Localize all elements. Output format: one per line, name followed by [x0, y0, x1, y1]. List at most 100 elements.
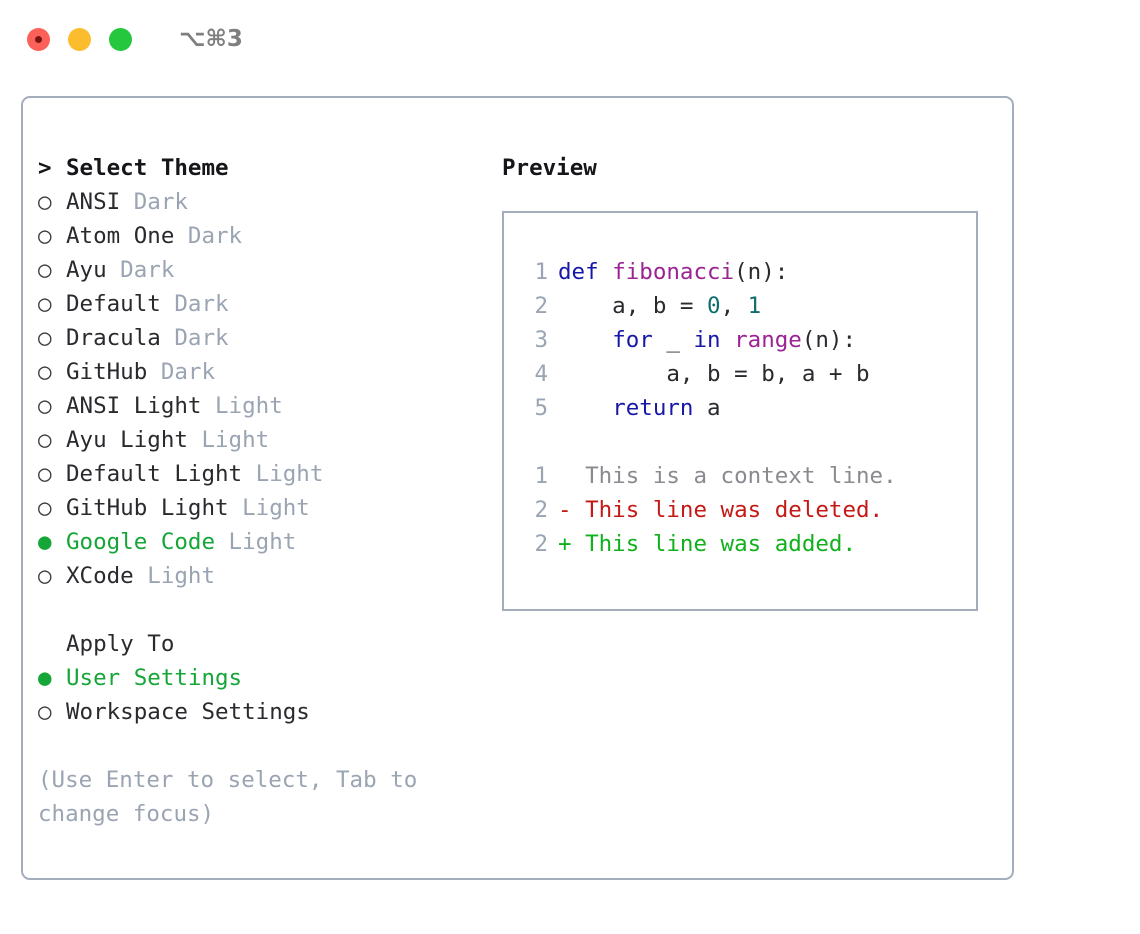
zoom-button[interactable] [109, 27, 132, 51]
theme-option-label: XCode [66, 563, 134, 589]
code-token [558, 395, 612, 421]
code-token: a [693, 395, 721, 421]
radio-unselected-icon: ○ [38, 257, 66, 283]
select-theme-heading-label: Select Theme [66, 155, 229, 181]
theme-variant-tag: Light [133, 563, 216, 589]
diff-line-text: - This line was deleted. [558, 497, 884, 523]
theme-option-ansi[interactable]: ○ ANSI Dark [38, 185, 488, 219]
theme-option-label: Google Code [66, 529, 216, 555]
theme-option-default[interactable]: ○ Default Dark [38, 287, 488, 321]
theme-option-label: GitHub Light [66, 495, 229, 521]
theme-variant-tag: Dark [160, 325, 229, 351]
radio-unselected-icon: ○ [38, 393, 66, 419]
diff-line-number: 1 [534, 463, 548, 489]
theme-variant-tag: Light [242, 461, 324, 487]
theme-variant-tag: Light [215, 529, 297, 555]
diff-sample: 1 This is a context line. 2 - This line wa… [524, 459, 976, 561]
theme-option-github[interactable]: ○ GitHub Dark [38, 355, 488, 389]
code-token: return [612, 395, 694, 421]
code-line: 3 for _ in range(n): [524, 323, 976, 357]
apply-to-option-label: User Settings [66, 665, 243, 691]
tui-panel: > Select Theme ○ ANSI Dark○ Atom One Dar… [21, 96, 1014, 880]
theme-option-atom-one[interactable]: ○ Atom One Dark [38, 219, 488, 253]
diff-line: 2 + This line was added. [524, 527, 976, 561]
radio-unselected-icon: ○ [38, 495, 66, 521]
apply-to-heading-label: Apply To [66, 631, 175, 657]
apply-to-list: ● User Settings○ Workspace Settings [38, 661, 488, 729]
theme-option-default-light[interactable]: ○ Default Light Light [38, 457, 488, 491]
radio-unselected-icon: ○ [38, 461, 66, 487]
apply-to-option-workspace-settings[interactable]: ○ Workspace Settings [38, 695, 488, 729]
theme-option-xcode[interactable]: ○ XCode Light [38, 559, 488, 593]
theme-option-label: Default Light [66, 461, 243, 487]
line-number: 5 [534, 395, 548, 421]
code-token: a, b = b, a + b [558, 361, 870, 387]
radio-unselected-icon: ○ [38, 427, 66, 453]
keyboard-shortcut-label: ⌥⌘3 [179, 26, 243, 52]
hint-line-1: (Use Enter to select, Tab to [38, 767, 418, 793]
hint-line-2: change focus) [38, 801, 215, 827]
radio-selected-icon: ● [38, 529, 66, 555]
theme-list: ○ ANSI Dark○ Atom One Dark○ Ayu Dark○ De… [38, 185, 488, 593]
code-line: 5 return a [524, 391, 976, 425]
window-controls [27, 27, 132, 51]
radio-unselected-icon: ○ [38, 563, 66, 589]
theme-option-ayu-light[interactable]: ○ Ayu Light Light [38, 423, 488, 457]
radio-unselected-icon: ○ [38, 699, 66, 725]
diff-line-number: 2 [534, 497, 548, 523]
apply-to-option-user-settings[interactable]: ● User Settings [38, 661, 488, 695]
theme-option-dracula[interactable]: ○ Dracula Dark [38, 321, 488, 355]
radio-unselected-icon: ○ [38, 189, 66, 215]
line-number: 1 [534, 259, 548, 285]
code-token [721, 327, 735, 353]
code-token: def [558, 259, 599, 285]
diff-line-text: This is a context line. [558, 463, 897, 489]
theme-option-label: Ayu [66, 257, 107, 283]
line-number: 2 [534, 293, 548, 319]
list-spacer [38, 593, 488, 627]
theme-option-ansi-light[interactable]: ○ ANSI Light Light [38, 389, 488, 423]
line-number: 4 [534, 361, 548, 387]
theme-option-github-light[interactable]: ○ GitHub Light Light [38, 491, 488, 525]
code-line: 4 a, b = b, a + b [524, 357, 976, 391]
apply-to-option-label: Workspace Settings [66, 699, 310, 725]
radio-selected-icon: ● [38, 665, 66, 691]
theme-variant-tag: Dark [147, 359, 216, 385]
radio-unselected-icon: ○ [38, 359, 66, 385]
theme-option-label: GitHub [66, 359, 148, 385]
code-line: 2 a, b = 0, 1 [524, 289, 976, 323]
code-token: 1 [747, 293, 762, 319]
code-token: in [693, 327, 721, 353]
theme-option-label: Default [66, 291, 161, 317]
theme-option-label: Dracula [66, 325, 161, 351]
theme-variant-tag: Light [187, 427, 270, 453]
diff-line-number: 2 [534, 531, 548, 557]
focus-caret-icon: > [38, 155, 66, 181]
code-token: _ [652, 327, 694, 353]
line-number: 3 [534, 327, 548, 353]
code-token [558, 327, 612, 353]
theme-selection-column: > Select Theme ○ ANSI Dark○ Atom One Dar… [38, 151, 488, 831]
code-token: 0 [707, 293, 721, 319]
radio-unselected-icon: ○ [38, 325, 66, 351]
apply-to-indent [38, 627, 66, 661]
code-token: for [612, 327, 653, 353]
minimize-button[interactable] [68, 27, 91, 51]
code-diff-separator [524, 425, 976, 459]
theme-variant-tag: Dark [174, 223, 243, 249]
diff-line-text: + This line was added. [558, 531, 857, 557]
theme-option-label: Atom One [66, 223, 175, 249]
hint-spacer [38, 729, 488, 763]
code-token: (n): [801, 327, 857, 353]
select-theme-heading: > Select Theme [38, 151, 488, 185]
code-token: (n): [734, 259, 789, 285]
theme-option-ayu[interactable]: ○ Ayu Dark [38, 253, 488, 287]
code-token: range [734, 327, 802, 353]
close-button[interactable] [27, 27, 50, 51]
code-token [599, 259, 613, 285]
theme-option-google-code[interactable]: ● Google Code Light [38, 525, 488, 559]
